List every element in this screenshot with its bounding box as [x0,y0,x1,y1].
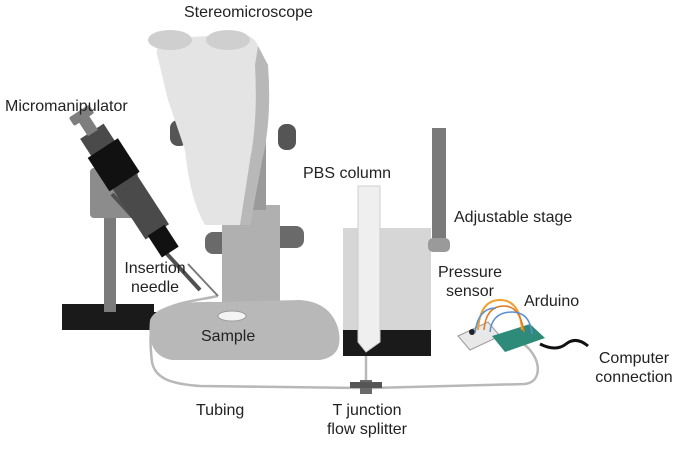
label-micromanipulator: Micromanipulator [5,98,128,115]
adjustable-stage-rod [432,128,446,244]
pbs-container [343,228,431,338]
label-computer-connection-line-1: Computer [598,350,670,367]
computer-cable [539,339,589,350]
insertion-needle [187,263,219,297]
eyepiece-right [206,30,250,50]
stereomicroscope [148,30,304,315]
label-pressure-sensor-line-1: Pressure [437,264,503,281]
label-t-junction: T junction flow splitter [317,401,417,439]
label-pressure-sensor-line-2: sensor [445,283,495,300]
label-computer-connection: Computer connection [588,349,680,387]
label-computer-connection-line-2: connection [595,369,673,386]
label-pressure-sensor: Pressure sensor [430,263,510,301]
label-insertion-needle-line-2: needle [130,279,180,296]
label-sample: Sample [201,328,256,345]
pressure-sensor-arduino [457,298,589,352]
micromanipulator [62,105,219,330]
micromanipulator-post [104,210,116,312]
pbs-container-base [343,330,431,356]
pbs-column [357,185,381,353]
label-arduino: Arduino [524,293,580,310]
sample [217,310,247,322]
label-t-junction-line-2: flow splitter [326,421,408,438]
label-pbs-column: PBS column [303,165,392,182]
arduino-board [492,324,545,352]
label-stereomicroscope: Stereomicroscope [184,4,313,21]
microscope-head [156,34,270,225]
label-t-junction-line-1: T junction [332,402,402,419]
label-insertion-needle: Insertion needle [117,259,193,297]
sample-stage [149,300,340,360]
eyepiece-left [148,30,192,50]
label-adjustable-stage: Adjustable stage [454,209,573,226]
pbs-column-assembly [343,128,450,394]
label-insertion-needle-line-1: Insertion [124,260,186,277]
label-tubing: Tubing [196,402,245,419]
